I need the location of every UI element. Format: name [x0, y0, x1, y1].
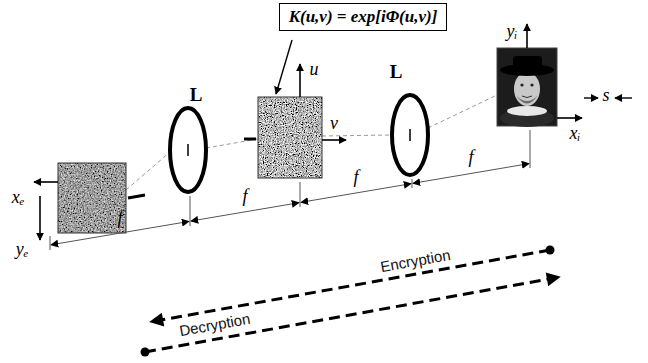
dimension-lines: [50, 130, 530, 250]
lens: [170, 108, 206, 192]
axis-label: v: [330, 114, 338, 134]
formula-box: K(u,v) = exp[iΦ(u,v)]: [279, 3, 448, 31]
axis-label: yₑ: [16, 240, 29, 260]
axis-label: xᵢ: [570, 124, 581, 144]
axis-label: xₑ: [12, 188, 25, 208]
phase-mask: [244, 64, 346, 178]
axis-label: L: [390, 62, 403, 83]
axis-label: s: [602, 86, 609, 106]
axis-label: L: [190, 85, 203, 106]
lens: [392, 95, 428, 175]
distance-label: f: [353, 168, 358, 188]
distance-label: f: [242, 187, 247, 207]
process-arrows: [141, 246, 559, 357]
leader-line: [276, 40, 292, 94]
distance-label: f: [117, 209, 122, 229]
encrypted-plane: [34, 163, 145, 240]
axis-label: yᵢ: [507, 22, 518, 42]
distance-label: f: [468, 148, 473, 168]
formula-text: K(u,v) = exp[iΦ(u,v)]: [289, 7, 438, 27]
axis-label: u: [310, 60, 319, 80]
